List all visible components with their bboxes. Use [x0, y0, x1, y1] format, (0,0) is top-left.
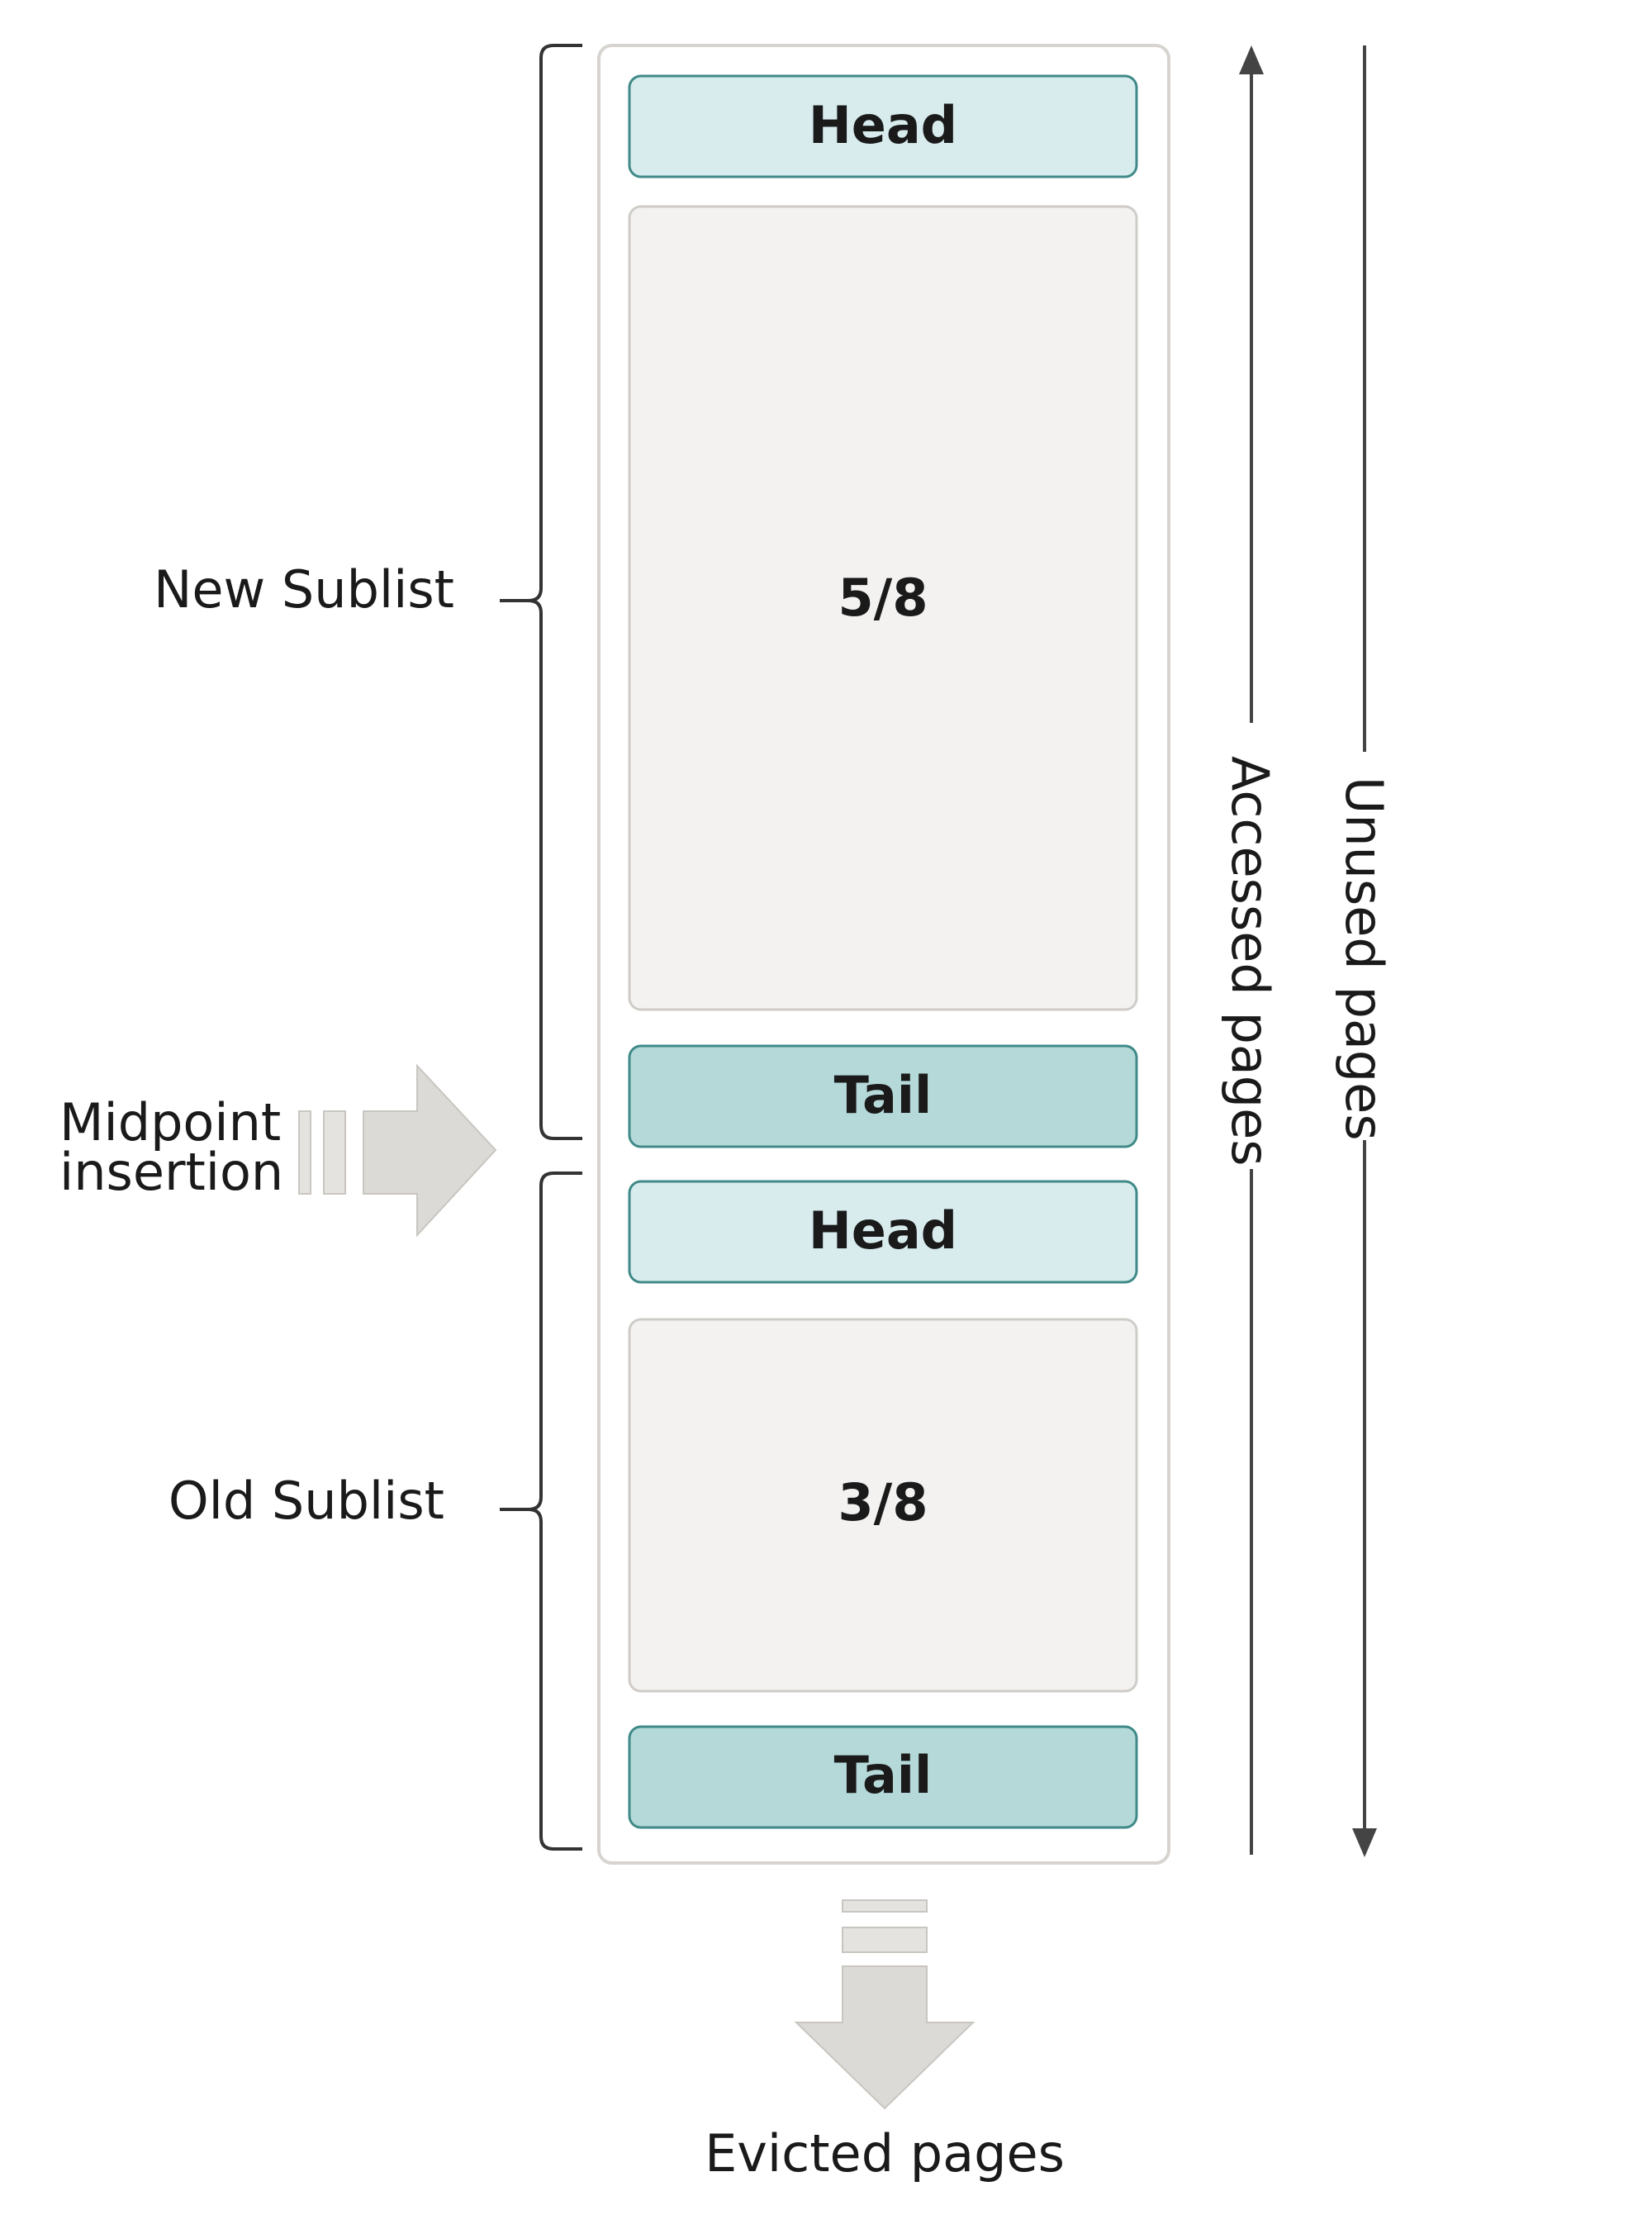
- midpoint-insertion-label: Midpoint insertion: [59, 1092, 297, 1202]
- unused-pages-axis: [1352, 45, 1377, 1857]
- old-sublist-brace: [500, 1172, 582, 1851]
- accessed-pages-label: Accessed pages: [1220, 756, 1280, 1167]
- new-sublist-tail-label: Tail: [834, 1065, 933, 1125]
- evicted-pages-label: Evicted pages: [705, 2123, 1065, 2184]
- new-sublist-body-block: [628, 205, 1138, 1011]
- old-sublist-tail-label: Tail: [834, 1745, 933, 1805]
- evicted-pages-arrow-icon: [794, 1899, 976, 2110]
- old-sublist-head-label: Head: [809, 1200, 957, 1261]
- midpoint-label-line1: Midpoint: [59, 1092, 281, 1153]
- old-sublist-head-block: [628, 1180, 1138, 1284]
- accessed-pages-arrowhead-icon: [1239, 45, 1264, 74]
- accessed-pages-axis: [1239, 45, 1264, 1855]
- new-sublist-head-label: Head: [809, 95, 957, 155]
- unused-pages-label: Unused pages: [1334, 777, 1394, 1141]
- old-sublist-tail-block: [628, 1725, 1138, 1829]
- midpoint-label-line2: insertion: [59, 1142, 283, 1202]
- new-sublist-head-block: [628, 74, 1138, 178]
- old-sublist-label: Old Sublist: [169, 1471, 444, 1531]
- old-sublist-body-block: [628, 1318, 1138, 1693]
- new-sublist-brace: [500, 44, 582, 1140]
- midpoint-insertion-arrow-icon: [298, 1063, 497, 1238]
- new-sublist-fraction: 5/8: [838, 568, 928, 628]
- old-sublist-fraction: 3/8: [838, 1472, 928, 1533]
- unused-pages-arrowhead-icon: [1352, 1828, 1377, 1857]
- new-sublist-label: New Sublist: [154, 559, 454, 620]
- new-sublist-tail-block: [628, 1044, 1138, 1148]
